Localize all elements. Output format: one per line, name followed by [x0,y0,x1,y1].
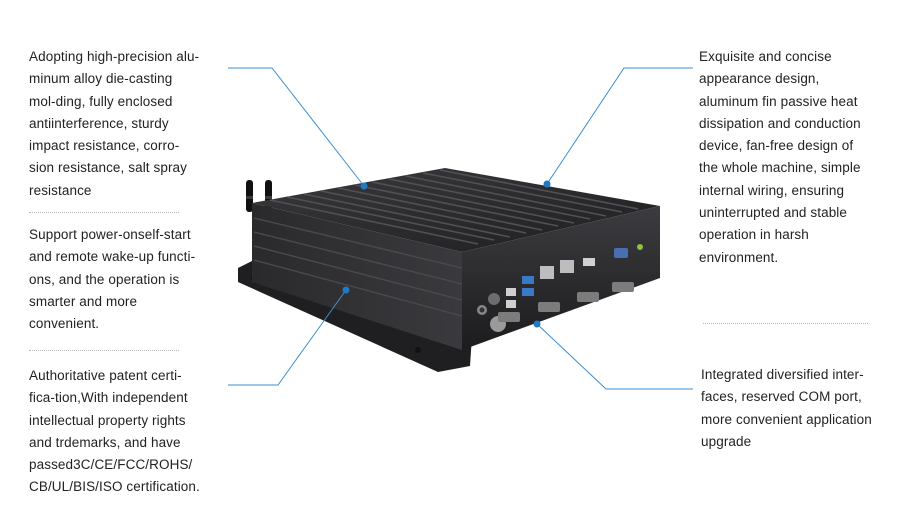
heatsink-top [252,168,660,252]
callout-lines [228,67,693,390]
divider-left-1 [29,212,179,213]
divider-left-2 [29,350,179,351]
divider-right-1 [703,323,868,324]
side-panel [252,203,462,350]
feature-fanless-design: Exquisite and concise appearance design,… [699,49,861,265]
heatsink-fins [269,169,639,245]
feature-certification: Authoritative patent certi- fica-tion,Wi… [29,368,200,495]
io-ports [477,244,643,332]
feature-interfaces: Integrated diversified inter- faces, res… [701,367,872,449]
feature-power-on-wake: Support power-onself-start and remote wa… [29,227,196,332]
callout-dots [342,180,551,328]
feature-aluminum-molding: Adopting high-precision alu- minum alloy… [29,49,200,198]
